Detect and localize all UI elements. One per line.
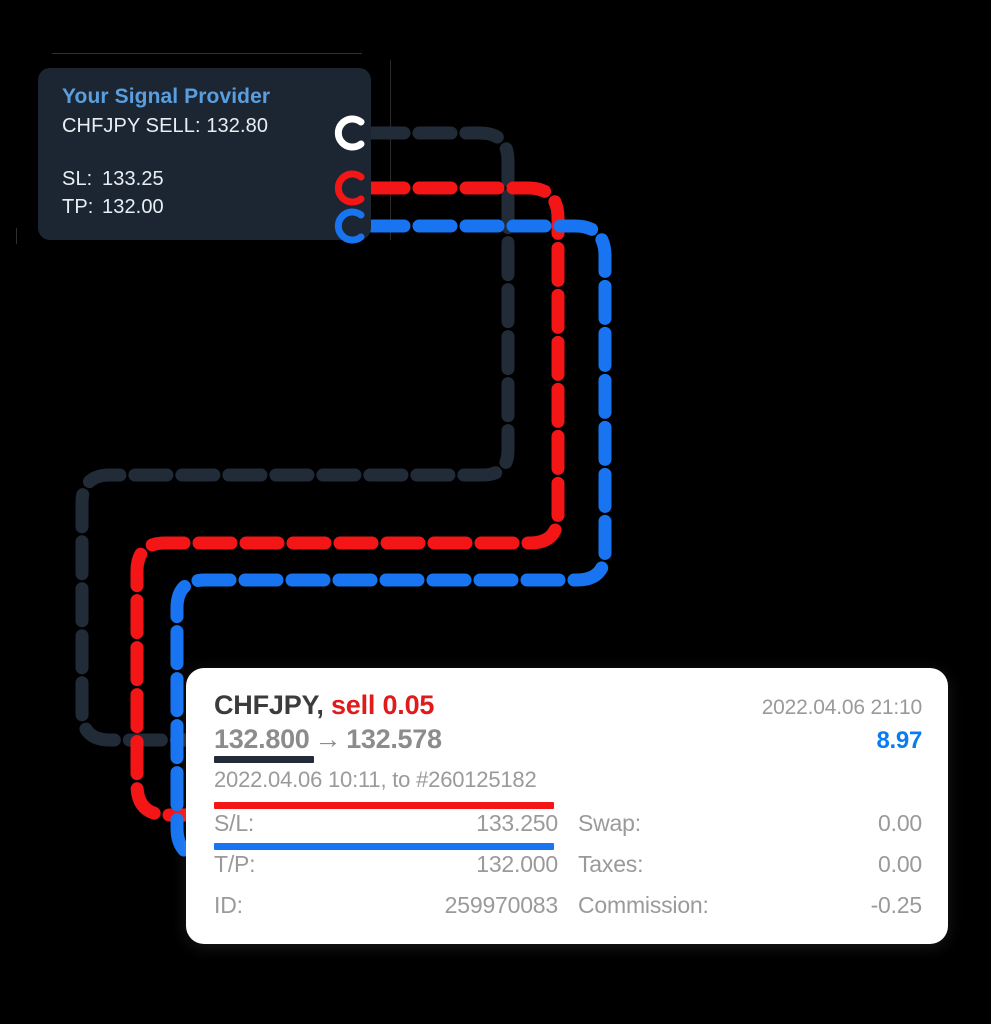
trade-field-swap-value: 0.00 bbox=[878, 810, 922, 836]
signal-tp-label: TP: bbox=[62, 196, 94, 219]
trade-profit: 8.97 bbox=[876, 727, 922, 754]
trade-field-id-label: ID: bbox=[214, 892, 243, 918]
trade-field-swap-label: Swap: bbox=[578, 810, 641, 836]
trade-field-commission-value: -0.25 bbox=[870, 892, 923, 918]
takeprofit-sync-circle-icon bbox=[330, 205, 372, 247]
stoploss-sync-circle-icon bbox=[330, 167, 372, 209]
trade-field-tp-value: 132.000 bbox=[476, 851, 558, 877]
arrow-right-icon: → bbox=[314, 724, 342, 754]
trade-field-sl: S/L: 133.250 bbox=[214, 810, 558, 851]
trade-prices: 132.800→132.578 bbox=[214, 724, 442, 755]
stoploss-connector-path bbox=[130, 181, 565, 822]
trade-price-row: 132.800→132.578 8.97 bbox=[214, 724, 922, 755]
entry-marker-bar bbox=[214, 756, 314, 763]
signal-order-line: CHFJPY SELL: 132.80 bbox=[62, 115, 269, 138]
signal-sl-label: SL: bbox=[62, 168, 93, 191]
trade-field-tp: T/P: 132.000 bbox=[214, 851, 558, 892]
trade-header-row: CHFJPY, sell 0.05 2022.04.06 21:10 bbox=[214, 690, 922, 721]
signal-provider-card[interactable]: Your Signal Provider CHFJPY SELL: 132.80… bbox=[38, 68, 371, 240]
trade-field-taxes-value: 0.00 bbox=[878, 851, 922, 877]
entry-connector-path bbox=[75, 126, 515, 747]
signal-provider-title: Your Signal Provider bbox=[62, 85, 271, 108]
trade-field-sl-label: S/L: bbox=[214, 810, 255, 836]
spacer bbox=[62, 138, 371, 165]
trade-field-taxes-label: Taxes: bbox=[578, 851, 644, 877]
top-divider bbox=[52, 53, 362, 54]
stoploss-marker-bar bbox=[214, 802, 554, 809]
trade-side-volume: sell 0.05 bbox=[330, 690, 435, 720]
trade-field-tp-label: T/P: bbox=[214, 851, 256, 877]
trade-close-time: 2022.04.06 21:10 bbox=[761, 696, 922, 719]
trade-detail-card[interactable]: CHFJPY, sell 0.05 2022.04.06 21:10 132.8… bbox=[186, 668, 948, 944]
vertical-guide bbox=[390, 60, 391, 240]
entry-sync-circle-icon bbox=[330, 112, 372, 154]
trade-open-price: 132.800 bbox=[214, 724, 310, 754]
vertical-guide-secondary bbox=[16, 228, 17, 244]
signal-sl-row: SL: 133.25 bbox=[62, 165, 371, 193]
signal-tp-row: TP: 132.00 bbox=[62, 193, 371, 221]
trade-symbol-side: CHFJPY, sell 0.05 bbox=[214, 690, 434, 721]
signal-sl-value: 133.25 bbox=[102, 168, 164, 191]
trade-field-taxes: Taxes: 0.00 bbox=[578, 851, 922, 892]
trade-close-price: 132.578 bbox=[346, 724, 442, 754]
takeprofit-connector-path bbox=[170, 219, 612, 865]
trade-field-id: ID: 259970083 bbox=[214, 892, 558, 933]
signal-tp-value: 132.00 bbox=[102, 196, 164, 219]
takeprofit-marker-bar bbox=[214, 843, 554, 850]
trade-field-commission-label: Commission: bbox=[578, 892, 709, 918]
trade-field-commission: Commission: -0.25 bbox=[578, 892, 922, 933]
trade-fields-grid: S/L: 133.250 Swap: 0.00 T/P: 132.000 Tax… bbox=[214, 810, 922, 933]
trade-symbol: CHFJPY, bbox=[214, 690, 324, 720]
trade-field-swap: Swap: 0.00 bbox=[578, 810, 922, 851]
trade-open-info: 2022.04.06 10:11, to #260125182 bbox=[214, 767, 537, 792]
trade-field-id-value: 259970083 bbox=[444, 892, 559, 918]
trade-field-sl-value: 133.250 bbox=[476, 810, 558, 836]
